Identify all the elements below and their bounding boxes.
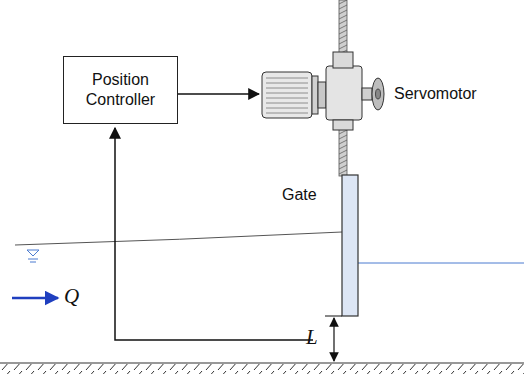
bed-hatching	[0, 364, 524, 374]
channel-bed	[0, 362, 524, 363]
flow-symbol: Q	[64, 286, 79, 307]
downstream-water-surface	[358, 263, 524, 264]
dimension-label: L	[306, 327, 318, 348]
component-label: Servomotor	[394, 86, 477, 102]
feedback-line	[115, 128, 313, 340]
component-label: Gate	[282, 187, 317, 203]
opening-dimension	[325, 316, 342, 361]
gate-leaf	[342, 175, 358, 316]
water-level-symbol	[27, 250, 39, 262]
upstream-water-surface	[15, 232, 342, 245]
box-label: Position Controller	[72, 70, 169, 110]
servomotor-symbol	[262, 52, 384, 130]
controller-box: Position Controller	[63, 56, 178, 124]
control-signal-arrow	[178, 93, 259, 95]
flow-arrow	[12, 297, 58, 300]
